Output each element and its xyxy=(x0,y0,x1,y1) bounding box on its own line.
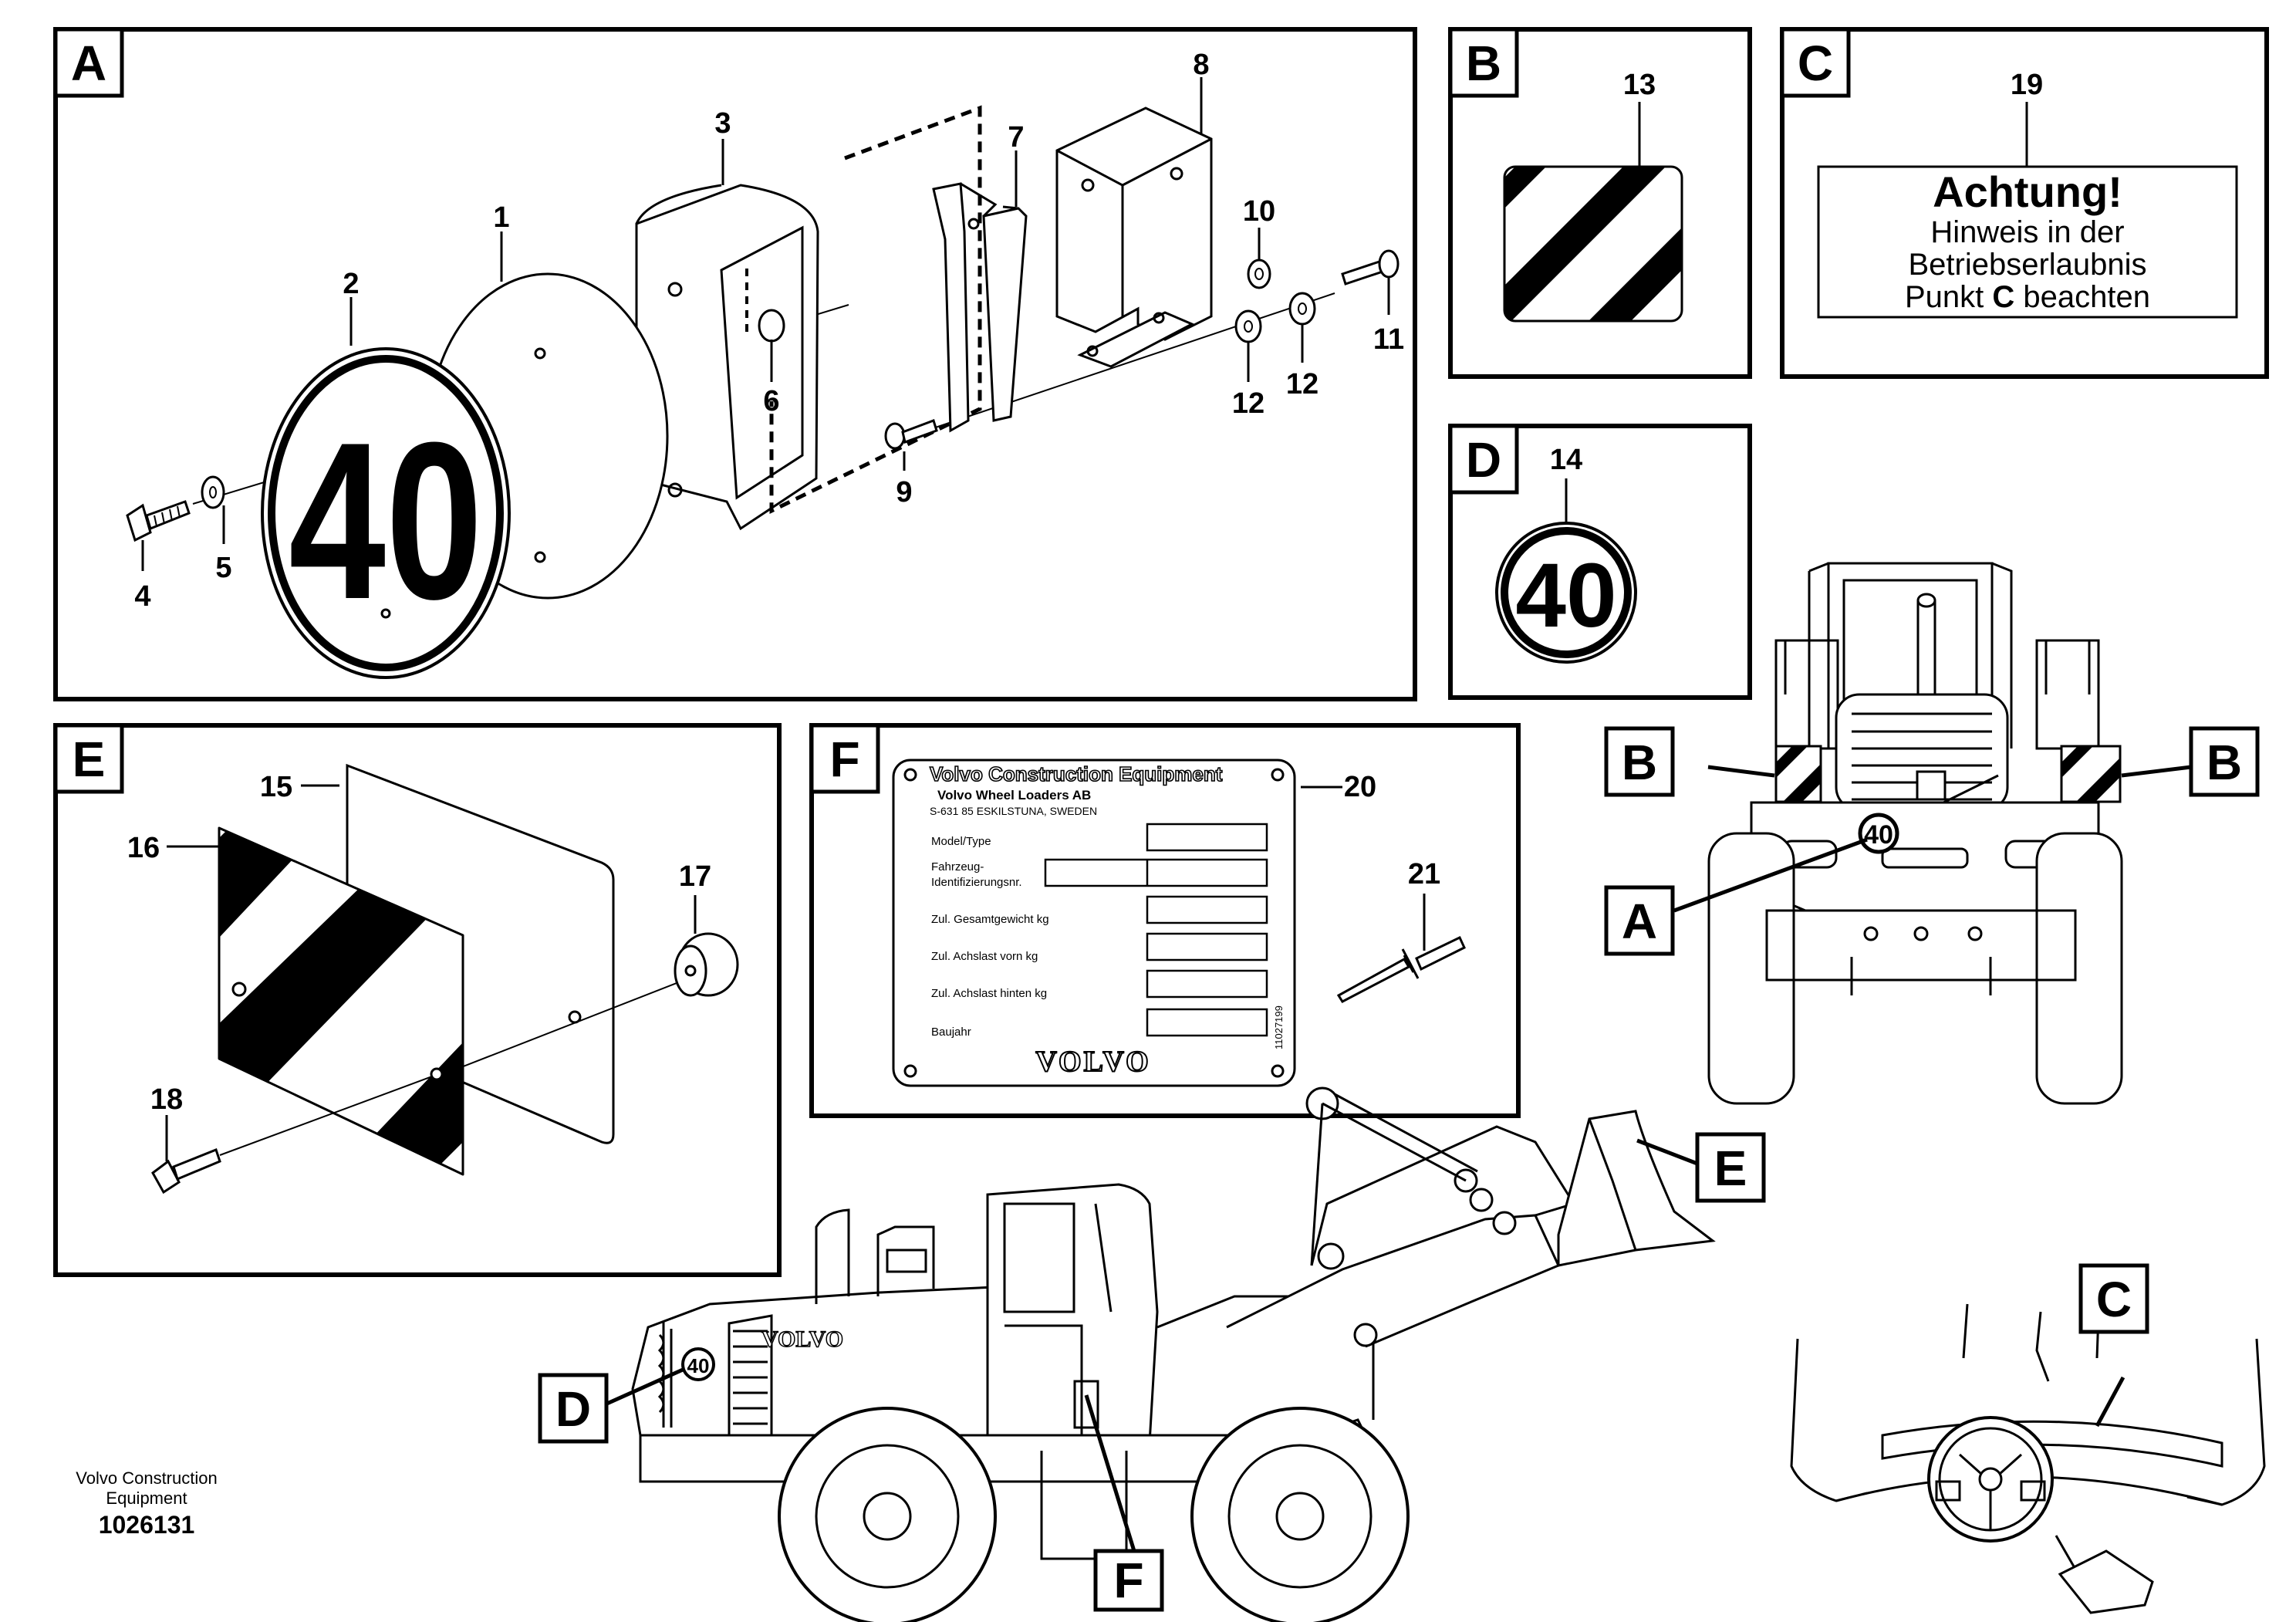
part-label-11: 11 xyxy=(1373,323,1404,356)
type-data-plate-20 xyxy=(892,759,1296,1087)
part-label-7: 7 xyxy=(1008,121,1024,154)
panel-b-letter: B xyxy=(1466,35,1501,91)
callout-c: C xyxy=(2078,1263,2149,1428)
front-speed-sign xyxy=(1858,813,1899,854)
speed-sign-value: 40 xyxy=(289,397,483,646)
speed-sign-40: 40 xyxy=(261,347,511,679)
mounting-bracket xyxy=(635,184,819,531)
panel-a: A xyxy=(53,27,1417,701)
plate-field-vin-2: Identifizierungsnr. xyxy=(931,876,1022,889)
plate-field-model: Model/Type xyxy=(931,835,991,848)
plate-field-year: Baujahr xyxy=(931,1026,971,1039)
screw-4 xyxy=(126,500,191,542)
part-label-14: 14 xyxy=(1550,444,1582,476)
svg-text:E: E xyxy=(1714,1140,1747,1196)
warning-line-1: Hinweis in der xyxy=(1930,215,2124,249)
callout-b-right: B xyxy=(2121,726,2260,797)
part-label-19: 19 xyxy=(2011,69,2043,101)
panel-e: E 1 xyxy=(53,723,782,1277)
plate-value-boxes xyxy=(1044,823,1268,1037)
speed-sign-14-value: 40 xyxy=(1515,545,1616,647)
plate-volvo-logo: VOLVO xyxy=(1035,1046,1150,1078)
loader-side-view xyxy=(631,1086,1716,1622)
loader-front-view xyxy=(1707,562,2123,1105)
part-label-13: 13 xyxy=(1623,69,1656,101)
panel-c: C 19 Achtung! Hinweis in der Betriebserl… xyxy=(1780,27,2269,379)
plate-subsidiary: Volvo Wheel Loaders AB xyxy=(937,788,1091,803)
panel-e-letter: E xyxy=(73,732,106,787)
warning-line-3: Punkt C beachten xyxy=(1905,280,2150,314)
side-speed-sign-value: 40 xyxy=(687,1354,710,1377)
panel-a-letter: A xyxy=(71,35,106,91)
warning-label-19 xyxy=(1817,165,2238,319)
washer-6 xyxy=(758,309,785,343)
part-label-18: 18 xyxy=(150,1083,183,1116)
part-label-1: 1 xyxy=(493,201,509,234)
u-bracket xyxy=(1055,106,1213,368)
front-hazard-plate-left xyxy=(1774,745,1822,803)
part-label-21: 21 xyxy=(1408,858,1440,890)
warning-heading: Achtung! xyxy=(1933,167,2122,216)
plate-field-rear-axle: Zul. Achslast hinten kg xyxy=(931,987,1047,1000)
drawing-number: 1026131 xyxy=(98,1511,195,1539)
callout-d: D xyxy=(538,1367,684,1444)
panel-f: F Volvo Construction Equipment Volvo Whe… xyxy=(809,723,1521,1118)
callout-e: E xyxy=(1636,1132,1766,1203)
panel-c-letter: C xyxy=(1798,35,1833,91)
part-label-12b: 12 xyxy=(1286,368,1319,400)
part-label-3: 3 xyxy=(714,107,731,140)
panel-d: D 14 40 xyxy=(1448,424,1752,700)
channel-rail xyxy=(932,182,1028,433)
callout-a: A xyxy=(1604,837,1868,956)
plate-field-front-axle: Zul. Achslast vorn kg xyxy=(931,950,1038,963)
rivet-21 xyxy=(1336,935,1466,1003)
part-label-15: 15 xyxy=(260,771,292,803)
warning-line-2: Betriebserlaubnis xyxy=(1908,248,2146,282)
callout-f: F xyxy=(1084,1394,1164,1612)
panel-f-letter: F xyxy=(829,732,859,787)
footer-company-line-2: Equipment xyxy=(106,1489,187,1508)
screw-11 xyxy=(1341,249,1400,286)
rubber-nut-17 xyxy=(674,932,739,997)
part-label-6: 6 xyxy=(763,385,779,417)
side-volvo-logo: VOLVO xyxy=(761,1326,843,1352)
svg-text:B: B xyxy=(2207,735,2242,790)
callout-b-left: B xyxy=(1604,726,1775,797)
front-speed-sign-value: 40 xyxy=(1864,820,1893,850)
part-label-2: 2 xyxy=(343,268,359,300)
part-label-16: 16 xyxy=(127,832,160,864)
svg-text:A: A xyxy=(1622,894,1657,949)
svg-text:C: C xyxy=(2096,1272,2132,1327)
plate-serial: 11027199 xyxy=(1273,1005,1285,1049)
footer-company-line-1: Volvo Construction xyxy=(76,1468,218,1488)
svg-text:B: B xyxy=(1622,735,1657,790)
panel-b: B 13 xyxy=(1448,27,1752,379)
part-label-9: 9 xyxy=(896,476,912,509)
part-label-10: 10 xyxy=(1243,195,1275,228)
side-speed-sign xyxy=(681,1347,715,1381)
part-label-8: 8 xyxy=(1193,49,1209,81)
front-hazard-plate-right xyxy=(2060,745,2122,803)
part-label-20: 20 xyxy=(1344,771,1376,803)
hazard-stripe-plate-13 xyxy=(1504,167,1682,321)
screw-9 xyxy=(884,419,938,450)
part-label-12a: 12 xyxy=(1232,387,1264,420)
plate-field-vin-1: Fahrzeug- xyxy=(931,860,984,874)
screw-18 xyxy=(151,1076,433,1195)
part-label-5: 5 xyxy=(215,552,231,584)
part-label-4: 4 xyxy=(134,580,150,613)
svg-text:F: F xyxy=(1113,1553,1143,1608)
part-label-17: 17 xyxy=(679,860,711,893)
plate-address: S-631 85 ESKILSTUNA, SWEDEN xyxy=(930,805,1097,817)
svg-text:D: D xyxy=(555,1381,591,1437)
plate-field-gross-weight: Zul. Gesamtgewicht kg xyxy=(931,913,1049,926)
dashboard-view xyxy=(1790,1303,2266,1614)
plate-company: Volvo Construction Equipment xyxy=(930,762,1223,786)
panel-d-letter: D xyxy=(1466,432,1501,488)
footer-company: Volvo Construction Equipment xyxy=(46,1468,247,1509)
dashed-outline xyxy=(769,105,982,515)
